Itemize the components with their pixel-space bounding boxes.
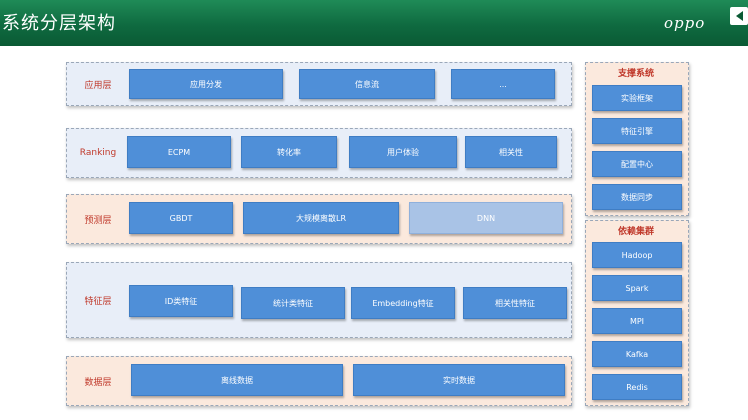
layer-label: Ranking (79, 148, 117, 158)
node-box: 实时数据 (353, 364, 565, 396)
node-box: 信息流 (299, 69, 435, 99)
node-box: GBDT (129, 202, 233, 234)
layer-feature: 特征层 ID类特征 统计类特征 Embedding特征 相关性特征 (66, 262, 572, 338)
layer-label: 预测层 (84, 215, 112, 226)
node-box: Embedding特征 (351, 287, 455, 319)
node-box: 转化率 (241, 136, 337, 168)
node-box: 统计类特征 (241, 287, 345, 319)
node-box: Hadoop (592, 242, 682, 268)
layer-ranking: Ranking ECPM 转化率 用户体验 相关性 (66, 128, 572, 178)
node-box: Redis (592, 374, 682, 400)
node-box: 大规模离散LR (243, 202, 399, 234)
node-box: ID类特征 (129, 285, 233, 317)
node-box: 配置中心 (592, 151, 682, 177)
oppo-logo: oppo (664, 14, 706, 32)
layer-label: 数据层 (84, 377, 112, 388)
layer-data: 数据层 离线数据 实时数据 (66, 356, 572, 406)
node-box: ECPM (127, 136, 231, 168)
layer-label: 应用层 (84, 80, 112, 91)
layer-prediction: 预测层 GBDT 大规模离散LR DNN (66, 194, 572, 244)
node-box: 离线数据 (131, 364, 343, 396)
node-box: DNN (409, 202, 563, 234)
support-panel: 支撑系统 实验框架 特征引擎 配置中心 数据同步 (585, 62, 689, 216)
support-title: 支撑系统 (617, 69, 654, 79)
cluster-title: 依赖集群 (617, 227, 654, 237)
node-box: 实验框架 (592, 85, 682, 111)
back-button[interactable] (730, 7, 748, 25)
layer-application: 应用层 应用分发 信息流 ... (66, 62, 572, 106)
page-title: 系统分层架构 (2, 13, 116, 34)
layer-label: 特征层 (84, 296, 112, 307)
node-box: Spark (592, 275, 682, 301)
node-box: 特征引擎 (592, 118, 682, 144)
node-box: ... (451, 69, 555, 99)
node-box: 数据同步 (592, 184, 682, 210)
chevron-left-icon (735, 11, 743, 21)
node-box: MPI (592, 308, 682, 334)
node-box: 用户体验 (349, 136, 457, 168)
node-box: 相关性特征 (463, 287, 567, 319)
title-bar: 系统分层架构 oppo (0, 0, 748, 46)
node-box: Kafka (592, 341, 682, 367)
node-box: 应用分发 (129, 69, 283, 99)
node-box: 相关性 (465, 136, 557, 168)
cluster-panel: 依赖集群 Hadoop Spark MPI Kafka Redis (585, 220, 689, 406)
